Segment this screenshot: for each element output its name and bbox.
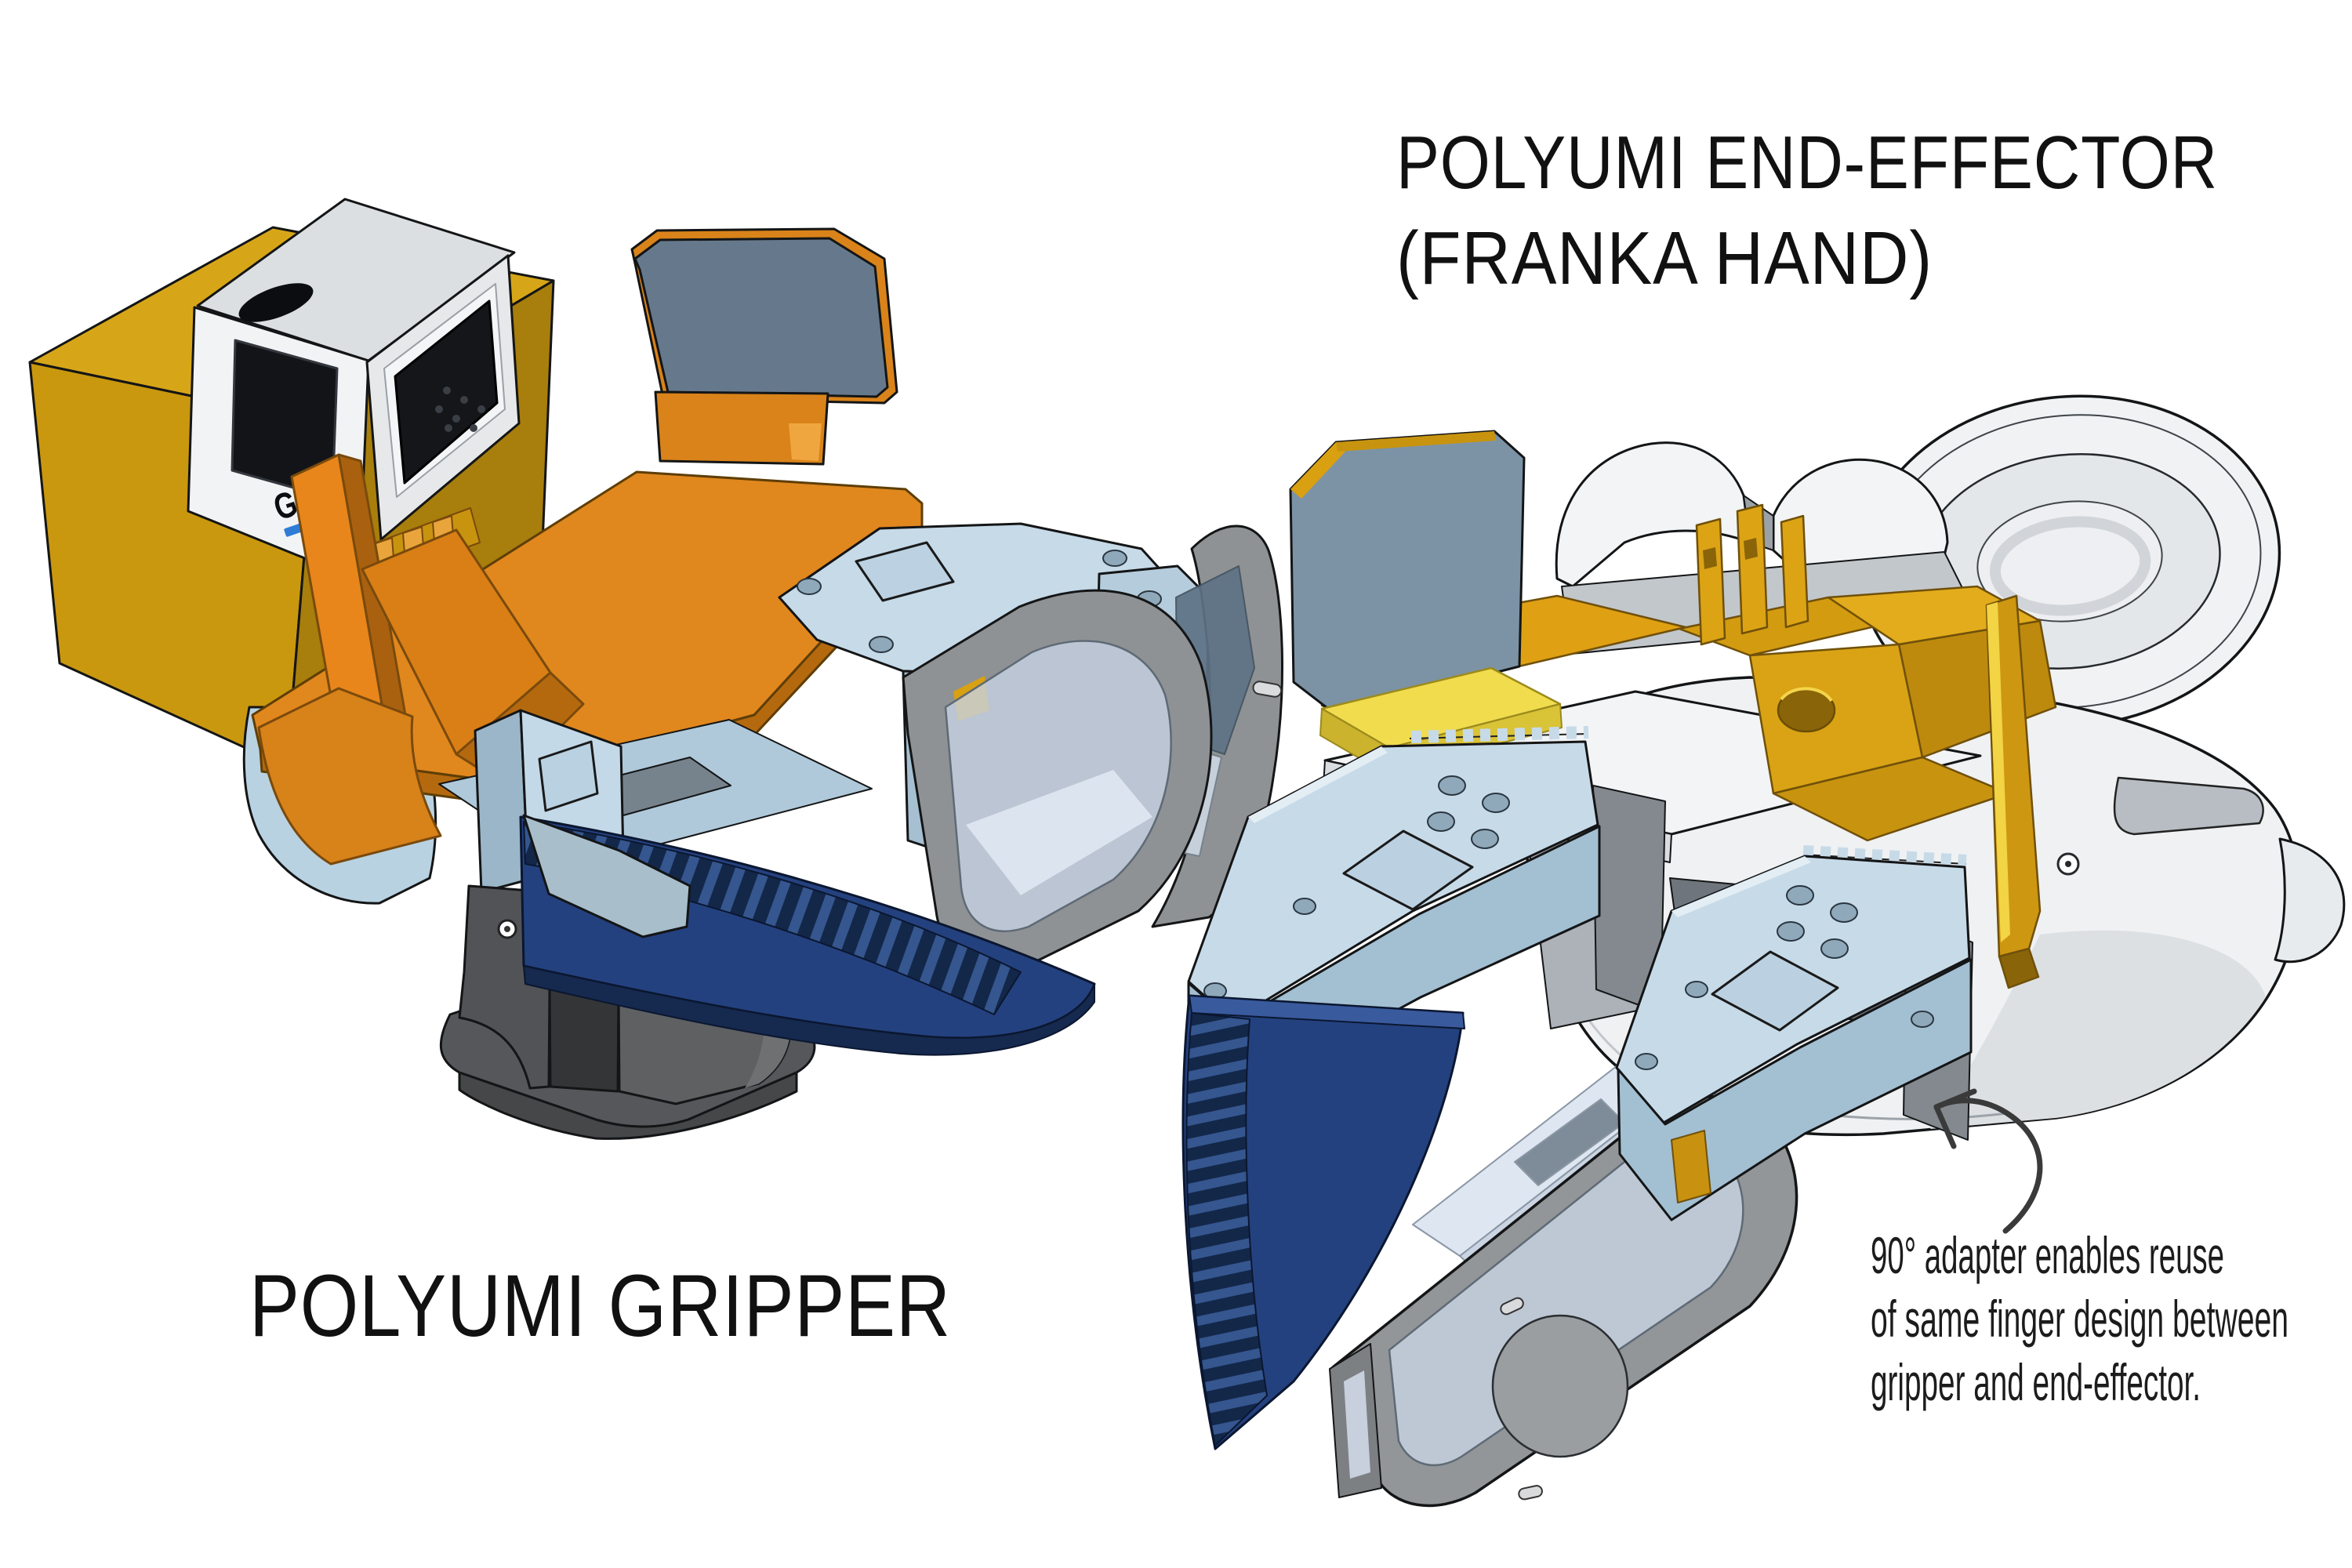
frame2-pin-top — [1500, 1297, 1524, 1316]
orange-bracket — [257, 453, 585, 866]
right-model-title-line2: (FRANKA HAND) — [1396, 216, 1933, 300]
gripper-navy-finger — [519, 814, 1096, 1056]
frame-pin-top — [1252, 681, 1283, 698]
gripper-backing-panel — [630, 227, 898, 466]
camera-shutter-button — [238, 283, 314, 322]
frame-disc — [1491, 1314, 1629, 1458]
left-model-title: POLYUMI GRIPPER — [249, 1257, 951, 1355]
annotation-line1: 90° adapter enables reuse — [1871, 1226, 2224, 1284]
frame2-pin-bottom — [1518, 1485, 1543, 1501]
annotation-line2: of same finger design between — [1871, 1290, 2288, 1348]
right-model-title-line1: POLYUMI END-EFFECTOR — [1396, 121, 2218, 205]
effector-navy-finger — [1181, 994, 1465, 1450]
finger1-screw-holes — [1203, 775, 1510, 1000]
annotation-arrow — [1933, 1088, 2043, 1234]
finger2-screw-holes — [1635, 885, 1934, 1070]
end-effector-model — [1181, 394, 2346, 1508]
camera-speaker-dots — [435, 387, 485, 432]
annotation-line3: gripper and end-effector. — [1871, 1353, 2201, 1411]
gripper-model: GoPro — [28, 198, 1292, 1140]
effector-finger-2 — [1615, 845, 1973, 1221]
hand-ear-flap — [2274, 837, 2346, 964]
effector-backing-panel — [1289, 430, 1563, 775]
